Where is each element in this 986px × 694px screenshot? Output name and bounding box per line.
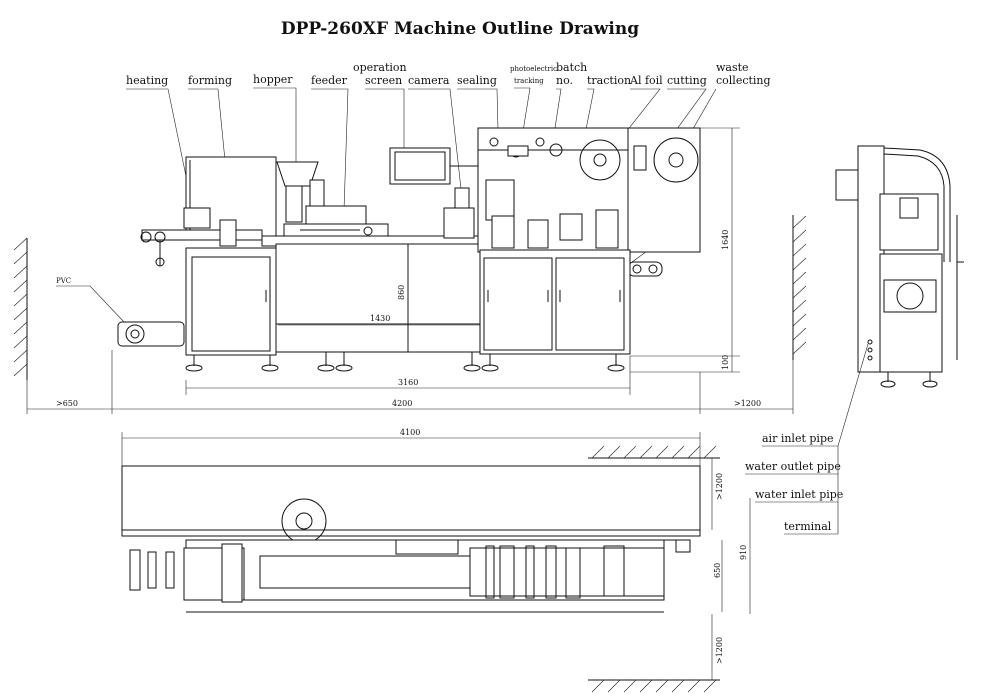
dim-1430: 1430 xyxy=(370,314,390,323)
label-pvc: PVC xyxy=(56,277,71,285)
label-water-outlet-pipe: water outlet pipe xyxy=(745,460,841,473)
dim-1640: 1640 xyxy=(721,230,730,250)
side-view xyxy=(835,145,964,388)
label-waste: waste xyxy=(716,61,749,74)
label-terminal: terminal xyxy=(784,520,832,533)
dim-4100: 4100 xyxy=(400,428,420,437)
label-cutting: cutting xyxy=(667,74,707,87)
label-sealing: sealing xyxy=(457,74,497,87)
dim-gt650-left: >650 xyxy=(56,399,78,408)
label-collecting: collecting xyxy=(716,74,771,87)
label-tracking: tracking xyxy=(514,77,544,85)
dim-gt1200-bottom: >1200 xyxy=(715,637,724,664)
dim-860: 860 xyxy=(397,285,406,300)
label-no: no. xyxy=(556,74,573,87)
dim-4200: 4200 xyxy=(392,399,412,408)
front-view xyxy=(13,127,807,414)
dim-910: 910 xyxy=(739,545,748,560)
label-forming: forming xyxy=(188,74,232,87)
label-traction: traction xyxy=(587,74,631,87)
label-screen: screen xyxy=(365,74,402,87)
dim-650: 650 xyxy=(713,563,722,578)
label-camera: camera xyxy=(408,74,450,87)
label-heating: heating xyxy=(126,74,168,87)
dim-3160: 3160 xyxy=(398,378,418,387)
drawing-title: DPP-260XF Machine Outline Drawing xyxy=(281,19,639,39)
label-photoelectric: photoelectric xyxy=(510,65,557,73)
dim-gt1200-right: >1200 xyxy=(734,399,761,408)
label-operation: operation xyxy=(353,61,407,74)
dim-100: 100 xyxy=(721,355,730,370)
label-air-inlet-pipe: air inlet pipe xyxy=(762,432,834,445)
side-leader-lines xyxy=(745,343,869,535)
label-batch: batch xyxy=(556,61,587,74)
label-hopper: hopper xyxy=(253,73,293,86)
label-feeder: feeder xyxy=(311,74,348,87)
label-water-inlet-pipe: water inlet pipe xyxy=(755,488,843,501)
dim-gt1200-top: >1200 xyxy=(715,473,724,500)
label-al-foil: Al foil xyxy=(629,74,663,87)
plan-view xyxy=(121,432,751,693)
